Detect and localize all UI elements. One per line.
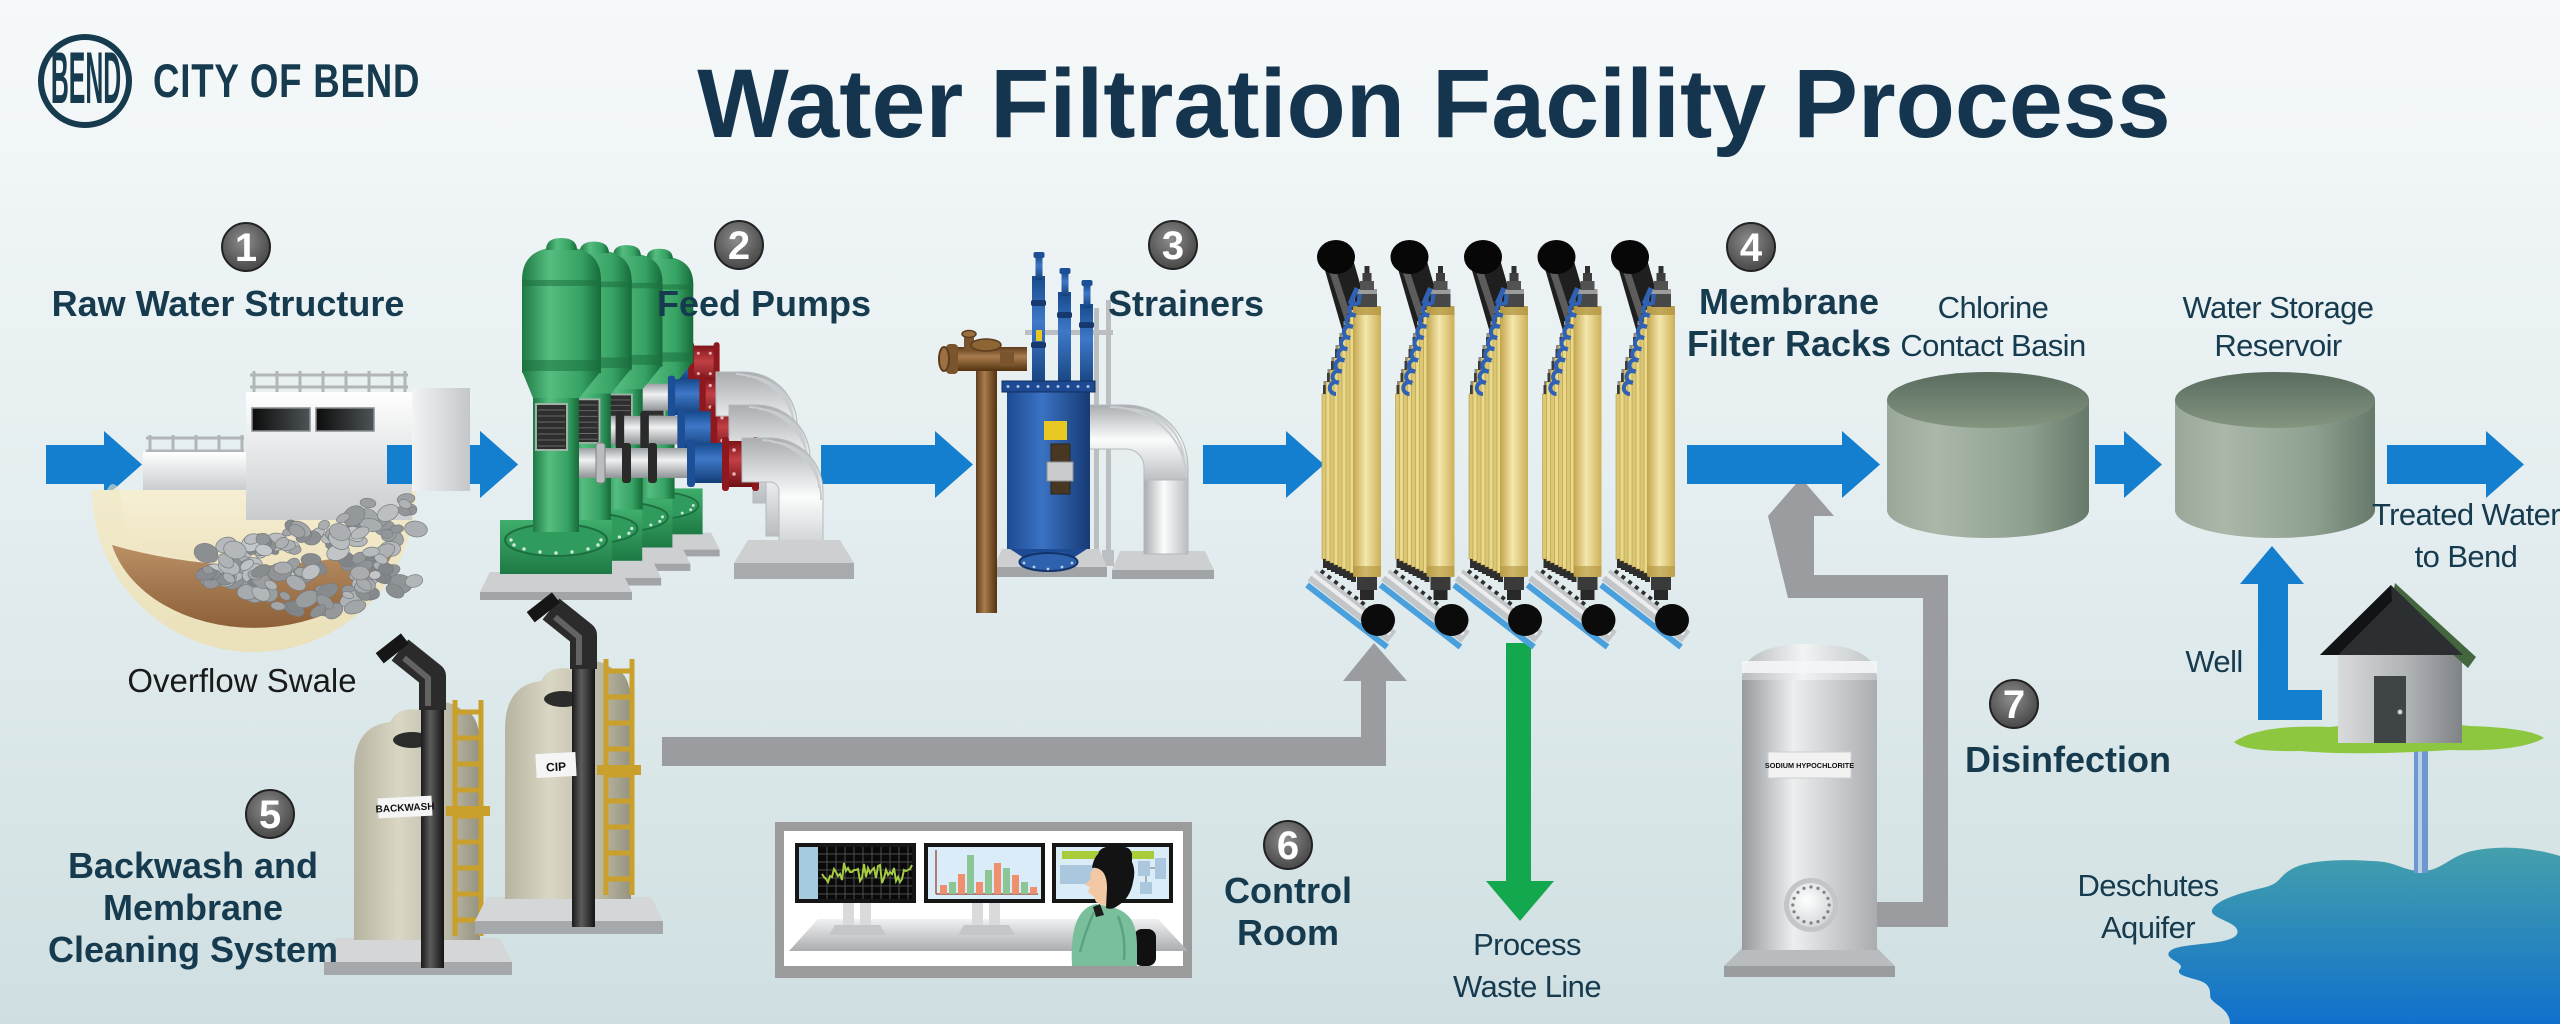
svg-text:Overflow Swale: Overflow Swale [127,662,356,699]
svg-text:Membrane: Membrane [1699,281,1879,322]
svg-text:Deschutes: Deschutes [2077,868,2218,903]
svg-text:Water Filtration Facility Proc: Water Filtration Facility Process [697,49,2170,158]
svg-text:7: 7 [2003,683,2025,727]
svg-text:1: 1 [235,226,257,270]
svg-text:Process: Process [1473,927,1581,962]
svg-text:Contact Basin: Contact Basin [1900,328,2085,363]
svg-text:CIP: CIP [546,759,567,774]
svg-text:Raw Water Structure: Raw Water Structure [52,283,405,324]
svg-text:Strainers: Strainers [1108,283,1264,324]
svg-text:6: 6 [1277,824,1299,868]
svg-text:BEND: BEND [51,37,121,119]
svg-text:to Bend: to Bend [2415,539,2518,574]
svg-text:Well: Well [2185,644,2242,679]
svg-text:CITY OF BEND: CITY OF BEND [153,55,420,107]
svg-text:Reservoir: Reservoir [2214,328,2342,363]
svg-text:Feed Pumps: Feed Pumps [657,283,871,324]
svg-text:Chlorine: Chlorine [1938,290,2049,325]
svg-text:Treated Water: Treated Water [2372,497,2560,532]
svg-text:BACKWASH: BACKWASH [375,801,434,815]
svg-text:Waste Line: Waste Line [1453,969,1601,1004]
svg-text:Membrane: Membrane [103,887,283,928]
svg-text:2: 2 [728,224,750,268]
svg-text:Water Storage: Water Storage [2183,290,2374,325]
svg-text:Room: Room [1237,912,1339,953]
svg-text:5: 5 [259,793,281,837]
svg-text:Aquifer: Aquifer [2101,910,2195,945]
svg-text:Filter Racks: Filter Racks [1687,323,1891,364]
svg-text:4: 4 [1740,226,1763,270]
svg-text:Disinfection: Disinfection [1965,739,2171,780]
svg-text:Cleaning System: Cleaning System [48,929,338,970]
svg-text:SODIUM HYPOCHLORITE: SODIUM HYPOCHLORITE [1765,761,1854,770]
svg-text:Control: Control [1224,870,1352,911]
svg-text:Backwash and: Backwash and [68,845,318,886]
svg-text:3: 3 [1162,224,1184,268]
